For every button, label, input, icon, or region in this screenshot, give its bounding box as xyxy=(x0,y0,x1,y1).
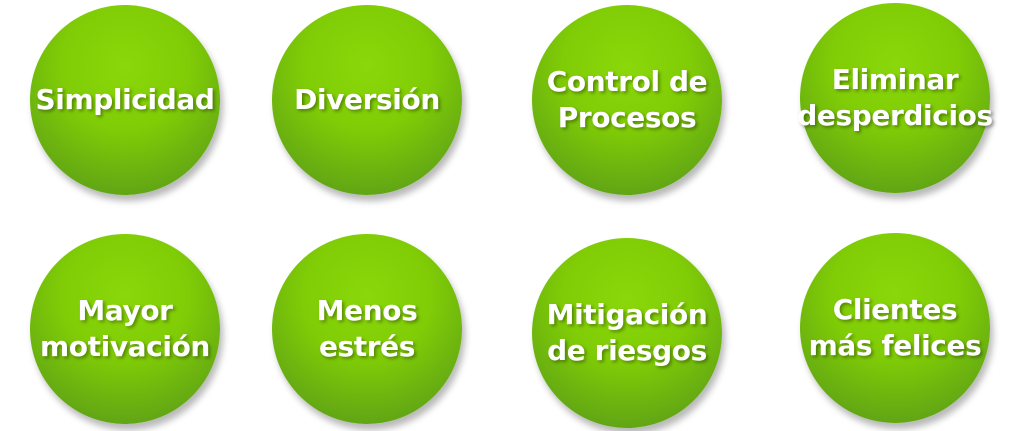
circle-label: Mitigación de riesgos xyxy=(547,297,708,369)
circle-label-line: de riesgos xyxy=(547,334,707,367)
circle-mitigacion-de-riesgos: Mitigación de riesgos xyxy=(532,238,722,428)
circle-mayor-motivacion: Mayor motivación xyxy=(30,234,220,424)
circle-label-line: Mitigación xyxy=(546,298,708,332)
circle-clientes-mas-felices: Clientes más felices xyxy=(800,233,990,423)
circle-label: Clientes más felices xyxy=(809,292,982,364)
circle-label-line: Menos xyxy=(316,294,418,328)
circle-label-line: Procesos xyxy=(557,101,697,134)
circle-label-line: Clientes xyxy=(832,293,958,327)
circle-label-line: desperdicios xyxy=(797,99,993,132)
circle-label-line: Eliminar xyxy=(831,63,959,97)
circle-label-line: Mayor xyxy=(77,294,173,328)
circle-diversion: Diversión xyxy=(272,5,462,195)
circle-control-de-procesos: Control de Procesos xyxy=(532,5,722,195)
circle-label-line: Simplicidad xyxy=(35,83,215,117)
circle-label: Control de Procesos xyxy=(547,64,708,136)
circle-label-line: Control de xyxy=(546,65,708,99)
circle-simplicidad: Simplicidad xyxy=(30,5,220,195)
circle-label-line: Diversión xyxy=(294,83,440,117)
circle-label: Eliminar desperdicios xyxy=(797,62,993,134)
circle-label: Mayor motivación xyxy=(40,293,210,365)
circle-eliminar-desperdicios: Eliminar desperdicios xyxy=(797,3,993,193)
circle-menos-estres: Menos estrés xyxy=(272,234,462,424)
circle-label-line: estrés xyxy=(318,330,416,363)
circle-label: Simplicidad xyxy=(36,82,215,118)
circle-label: Diversión xyxy=(294,82,440,118)
circle-label: Menos estrés xyxy=(317,293,418,365)
circle-label-line: motivación xyxy=(40,330,210,363)
circle-label-line: más felices xyxy=(808,329,982,362)
